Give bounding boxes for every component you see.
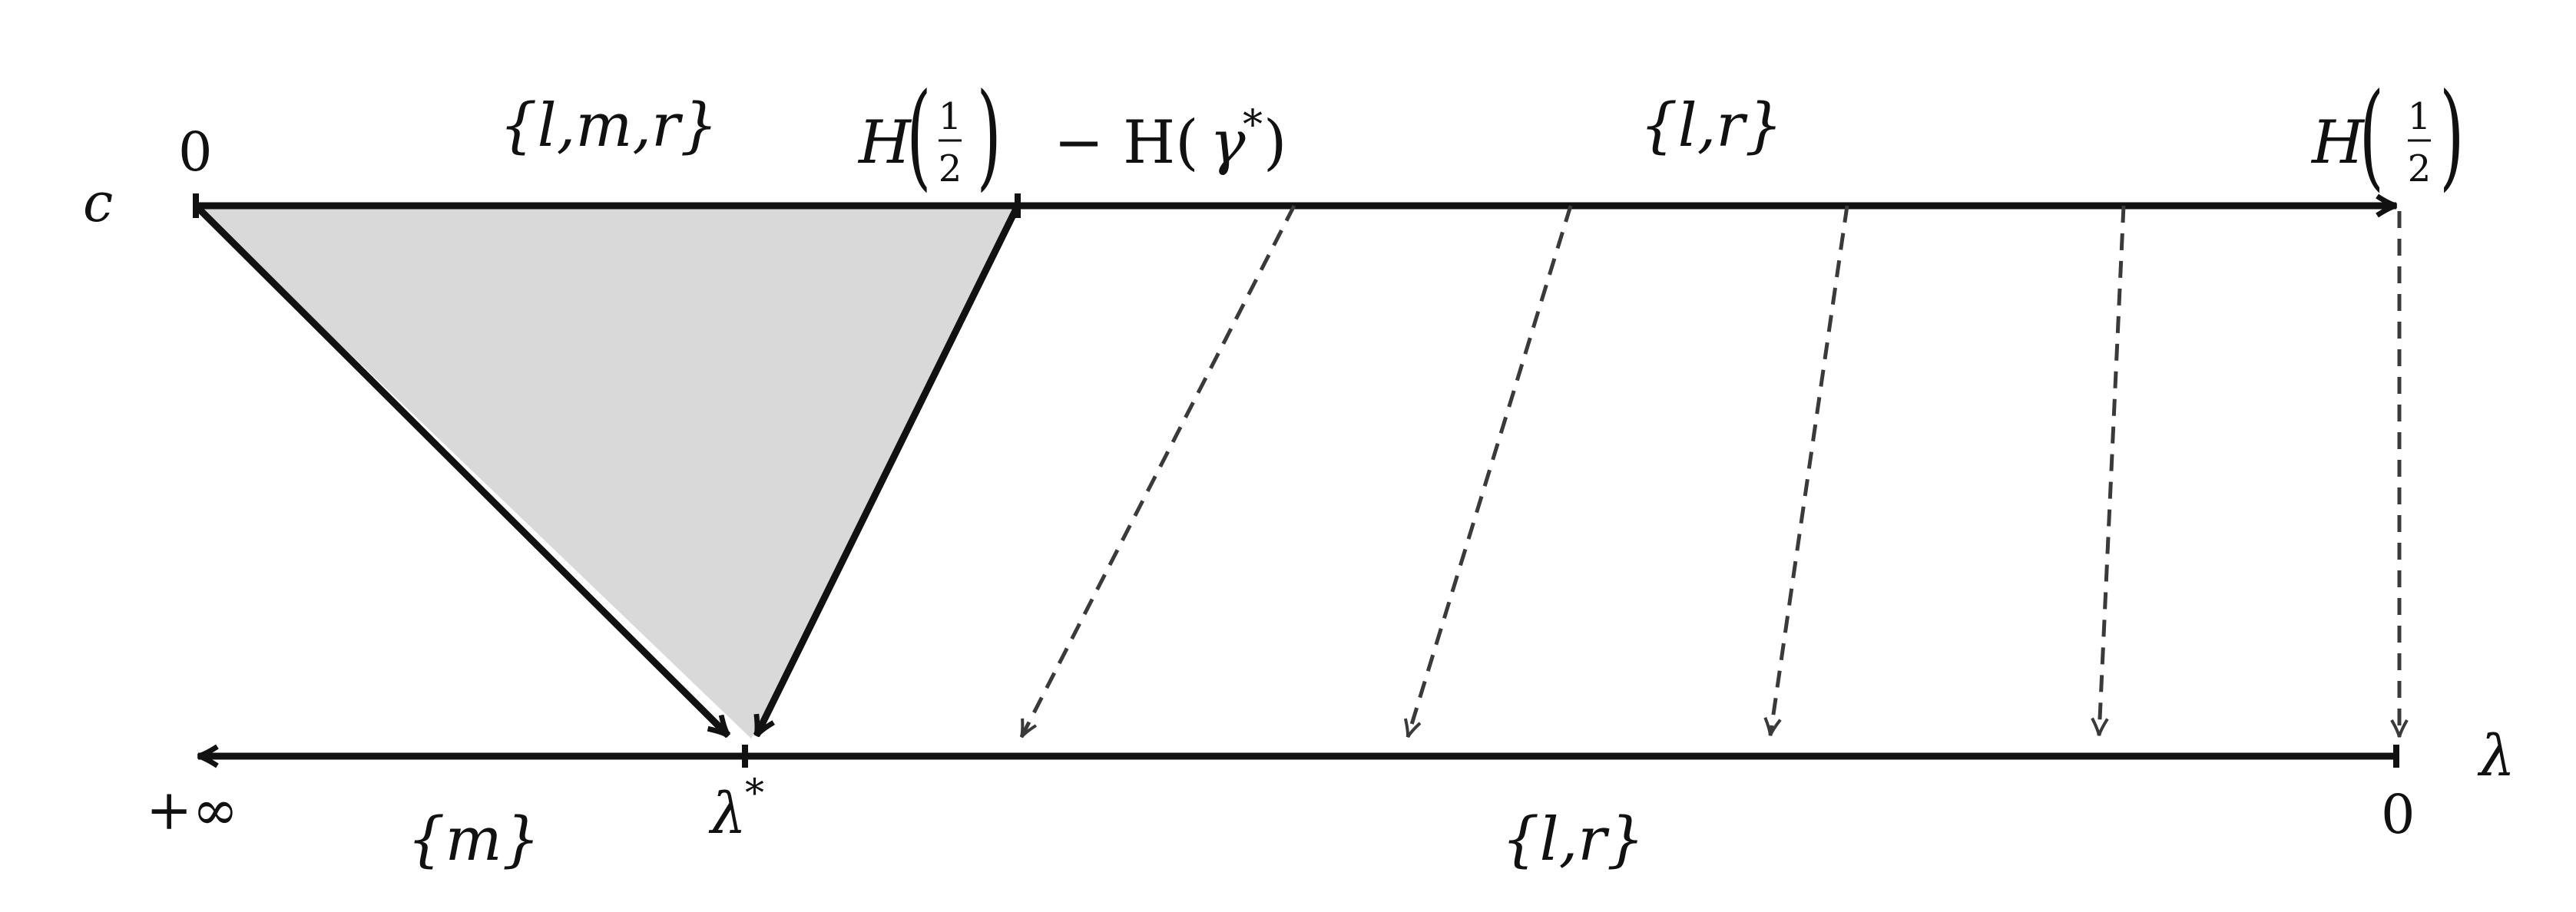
end-H: H <box>2310 108 2366 177</box>
end-paren-close: ) <box>2439 68 2464 203</box>
threshold-paren-final: ) <box>1263 108 1286 177</box>
top-axis-end-label: H ( 1 2 ) <box>2310 68 2464 203</box>
threshold-label: H ( 1 2 ) − H( γ * ) <box>857 68 1286 203</box>
bottom-axis-zero-label: 0 <box>2381 783 2415 846</box>
dashed-arrow-2 <box>1403 205 1573 739</box>
threshold-minus-H: − H( <box>1054 108 1199 177</box>
triangle-left-edge <box>193 203 731 739</box>
threshold-frac-num: 1 <box>939 95 962 138</box>
bottom-set-left-label: {m} <box>407 805 540 874</box>
triangle-right-edge <box>753 204 1021 738</box>
threshold-paren-close: ) <box>977 68 1002 203</box>
threshold-gamma-star: * <box>1243 102 1263 148</box>
bottom-axis-infinity-label: +∞ <box>146 778 238 842</box>
threshold-H: H <box>857 108 912 177</box>
threshold-paren-open: ( <box>906 68 931 203</box>
threshold-frac-den: 2 <box>939 147 962 190</box>
end-frac-num: 1 <box>2408 95 2432 138</box>
end-paren-open: ( <box>2359 68 2384 203</box>
top-set-left-label: {l,m,r} <box>499 91 718 160</box>
threshold-gamma: γ <box>1210 108 1246 177</box>
lambda-star-label: λ <box>708 781 747 847</box>
dashed-arrow-1 <box>1019 204 1296 739</box>
end-frac-den: 2 <box>2408 147 2432 190</box>
dashed-arrow-3 <box>1763 205 1849 736</box>
top-axis-zero-label: 0 <box>178 121 213 183</box>
dashed-arrow-4 <box>2091 205 2126 736</box>
lambda-star-superscript: * <box>745 771 764 815</box>
bottom-axis-variable-label: λ <box>2477 723 2515 789</box>
bottom-set-right-label: {l,r} <box>1502 805 1644 874</box>
top-set-right-label: {l,r} <box>1640 91 1783 160</box>
top-axis-variable-label: c <box>83 171 113 234</box>
shaded-region <box>196 206 1018 739</box>
